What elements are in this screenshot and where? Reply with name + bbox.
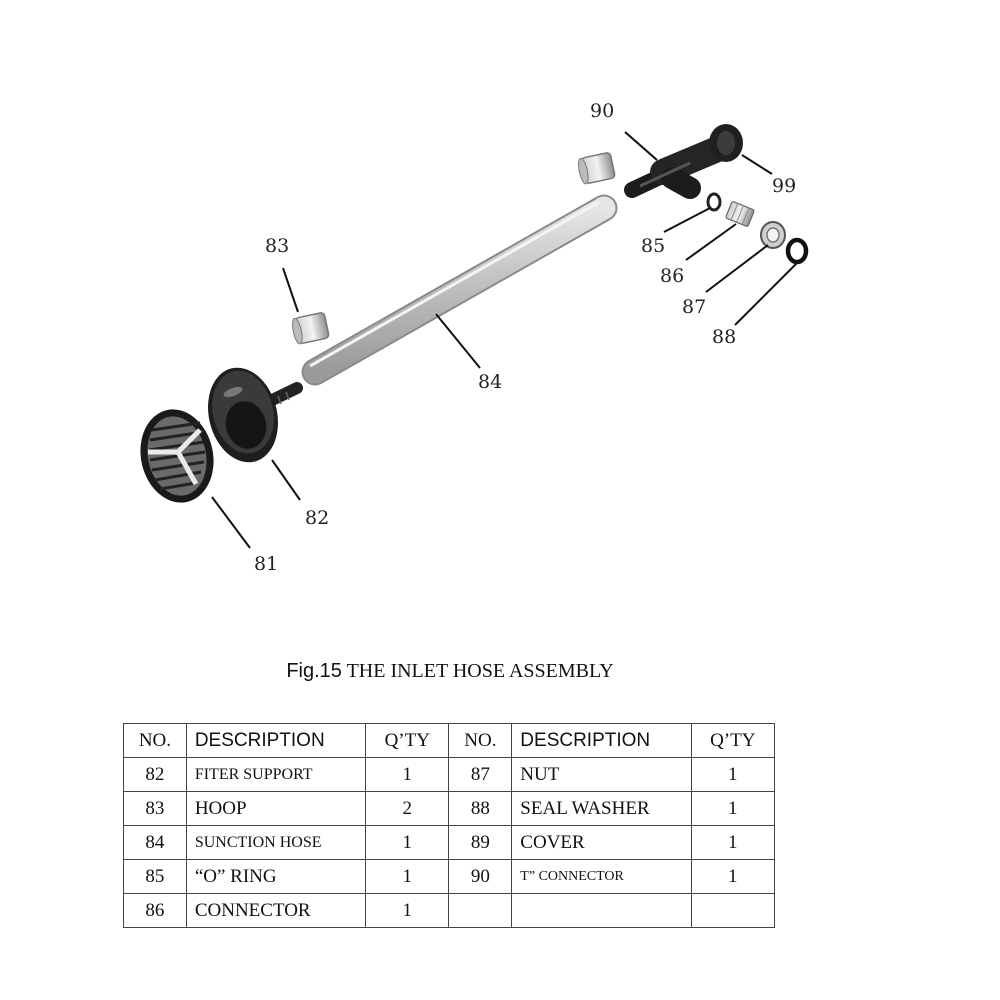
part-qty: 1	[365, 757, 450, 792]
part-description: NUT	[511, 757, 692, 792]
part-no: 82	[123, 757, 187, 792]
nut-part	[760, 221, 786, 249]
header-no: NO.	[448, 723, 513, 758]
connector-part	[725, 201, 755, 227]
part-description: SEAL WASHER	[511, 791, 692, 826]
part-description: SUNCTION HOSE	[185, 825, 367, 860]
callout-99: 99	[772, 175, 796, 197]
table-row: 85 “O” RING 1 90 T” CONNECTOR 1	[123, 859, 776, 894]
part-qty: 2	[365, 791, 450, 826]
part-no: 87	[448, 757, 513, 792]
part-description: T” CONNECTOR	[511, 859, 692, 894]
part-qty: 1	[690, 825, 776, 860]
part-no: 89	[448, 825, 513, 860]
callout-88: 88	[712, 326, 736, 348]
part-qty: 1	[365, 893, 450, 928]
header-description: DESCRIPTION	[511, 723, 692, 758]
sleeve-part	[578, 152, 616, 185]
suction-hose-part	[301, 194, 618, 386]
header-qty: Q’TY	[365, 723, 450, 758]
part-qty: 1	[690, 757, 776, 792]
hoop-part	[292, 312, 330, 345]
leader-lines	[211, 131, 799, 549]
callout-82: 82	[305, 507, 329, 529]
t-connector-part	[624, 124, 743, 199]
callout-85: 85	[641, 235, 665, 257]
table-row: 84 SUNCTION HOSE 1 89 COVER 1	[123, 825, 776, 860]
table-row: 82 FITER SUPPORT 1 87 NUT 1	[123, 757, 776, 792]
part-no: 90	[448, 859, 513, 894]
part-no: 85	[123, 859, 187, 894]
part-description: HOOP	[185, 791, 367, 826]
callout-84: 84	[478, 371, 502, 393]
strainer-cover-part	[140, 409, 214, 503]
part-qty: 1	[690, 859, 776, 894]
figure-number: Fig.15	[286, 660, 342, 682]
part-description: COVER	[511, 825, 692, 860]
empty-cell	[690, 893, 776, 928]
filter-support-part	[208, 367, 303, 463]
callout-86: 86	[660, 265, 684, 287]
empty-cell	[448, 893, 513, 928]
header-qty: Q’TY	[690, 723, 776, 758]
table-row: 86 CONNECTOR 1	[123, 893, 776, 928]
part-qty: 1	[690, 791, 776, 826]
header-no: NO.	[123, 723, 187, 758]
callout-90: 90	[590, 100, 614, 122]
exploded-assembly-diagram: 83 84 82 81 90 99 85 86 87 88	[140, 100, 809, 575]
part-no: 86	[123, 893, 187, 928]
part-no: 83	[123, 791, 187, 826]
part-qty: 1	[365, 825, 450, 860]
parts-table: NO. DESCRIPTION Q’TY NO. DESCRIPTION Q’T…	[123, 723, 776, 928]
part-description: CONNECTOR	[185, 893, 367, 928]
part-qty: 1	[365, 859, 450, 894]
o-ring-part	[706, 192, 722, 212]
seal-washer-part	[785, 237, 809, 265]
part-no: 88	[448, 791, 513, 826]
table-header-row: NO. DESCRIPTION Q’TY NO. DESCRIPTION Q’T…	[123, 723, 776, 758]
empty-cell	[511, 893, 692, 928]
table-row: 83 HOOP 2 88 SEAL WASHER 1	[123, 791, 776, 826]
callout-87: 87	[682, 296, 706, 318]
header-description: DESCRIPTION	[185, 723, 367, 758]
figure-caption: Fig.15 THE INLET HOSE ASSEMBLY	[0, 660, 900, 683]
callout-81: 81	[254, 553, 278, 575]
figure-title: THE INLET HOSE ASSEMBLY	[341, 660, 614, 682]
part-description: “O” RING	[185, 859, 367, 894]
part-description: FITER SUPPORT	[185, 757, 367, 792]
callout-83: 83	[265, 235, 289, 257]
part-no: 84	[123, 825, 187, 860]
